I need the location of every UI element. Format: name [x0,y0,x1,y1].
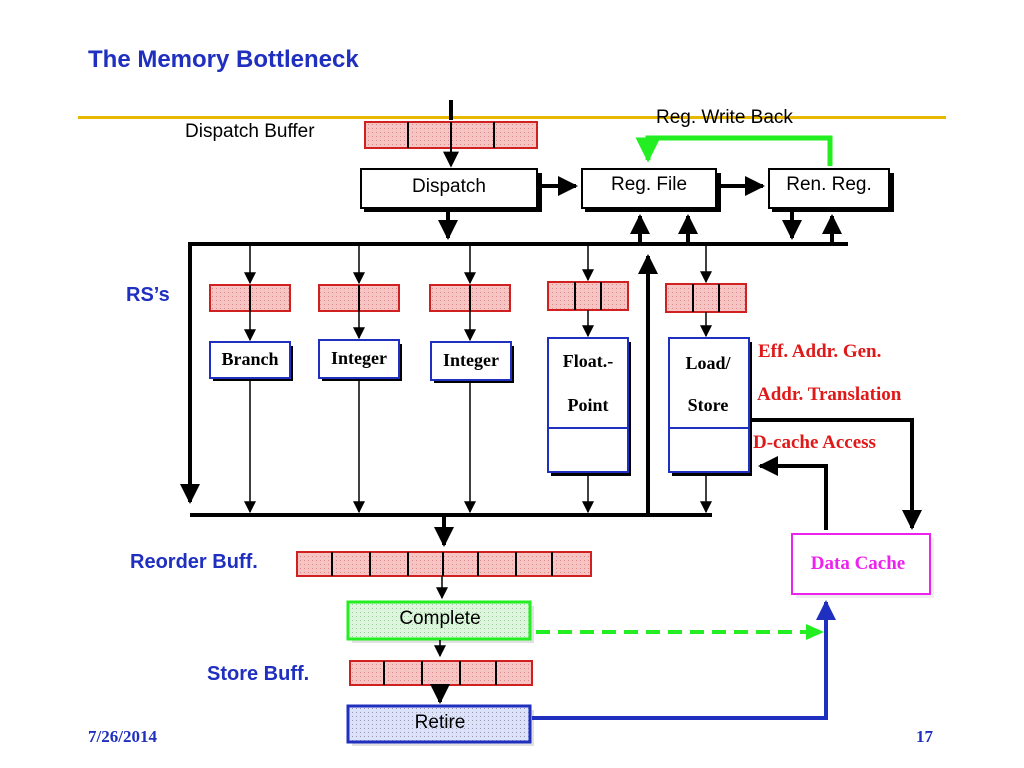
write-back-arrow [635,135,833,166]
retire-label: Retire [415,712,466,733]
rs-float [547,281,629,311]
retire-box [346,704,534,746]
footer-date: 7/26/2014 [88,727,157,746]
data-cache-label: Data Cache [811,553,905,574]
branch-unit [209,341,293,381]
complete-label: Complete [399,608,480,629]
reorder-buffer [296,551,592,577]
dispatch-buffer [364,121,538,149]
addr-translation-annotation: Addr. Translation [757,384,902,405]
rs-branch [209,284,291,312]
load-store-unit [668,337,752,476]
store-buffer [349,660,533,686]
integer-label-2: Integer [443,350,499,370]
integer-unit-1 [318,339,402,381]
ren-reg-label: Ren. Reg. [786,174,872,195]
float-label-line2: Point [567,395,608,415]
ren-reg-box [768,168,894,212]
reg-file-box [581,168,721,212]
page-number: 17 [916,727,933,746]
eff-addr-gen-annotation: Eff. Addr. Gen. [758,341,882,362]
reorder-buffer-label: Reorder Buff. [130,551,258,573]
rs-load-store [665,283,747,313]
dispatch-box [360,168,542,212]
dispatch-buffer-label: Dispatch Buffer [185,121,315,142]
rs-integer-2 [429,284,511,312]
dispatch-label: Dispatch [412,176,486,197]
complete-box [346,600,534,643]
float-unit [547,337,631,476]
load-store-label-line2: Store [688,395,729,415]
rs-integer-1 [318,284,400,312]
integer-label-1: Integer [331,348,387,368]
branch-label: Branch [221,349,278,369]
store-buffer-label: Store Buff. [207,663,310,685]
reg-write-back-label: Reg. Write Back [656,107,793,128]
reg-file-label: Reg. File [611,174,687,195]
dcache-access-annotation: D-cache Access [753,432,876,453]
float-label-line1: Float.- [563,351,613,371]
slide-title: The Memory Bottleneck [88,46,359,73]
load-store-label-line1: Load/ [685,353,731,373]
data-cache-box [791,533,934,598]
rs-label: RS’s [126,284,170,306]
retire-to-cache-arrow [532,600,836,720]
title-rule [78,116,946,119]
integer-unit-2 [430,341,514,383]
